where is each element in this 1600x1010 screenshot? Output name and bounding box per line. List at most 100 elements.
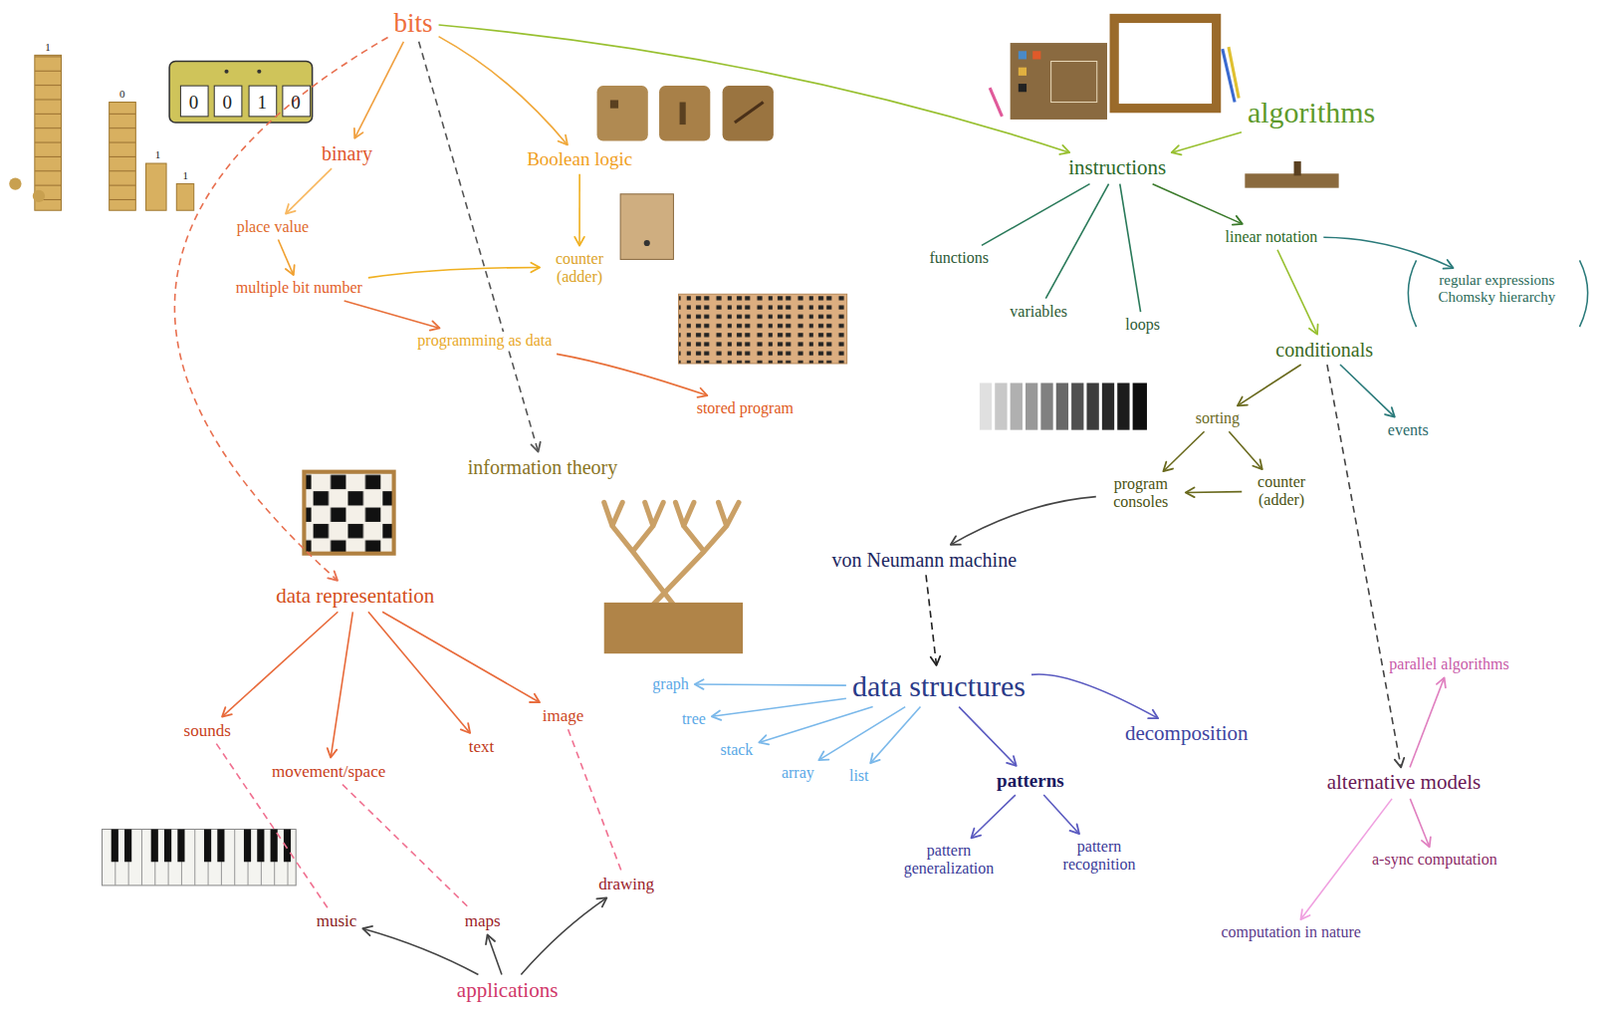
arrowhead	[222, 706, 232, 716]
connector-line	[1045, 184, 1109, 299]
concept-label: sounds	[182, 720, 233, 740]
connector	[1228, 431, 1262, 469]
connector-line	[439, 24, 1071, 153]
connector	[711, 697, 847, 720]
connector-line	[578, 174, 581, 246]
connector-line	[568, 728, 622, 871]
bar	[1117, 382, 1130, 430]
arrowhead	[758, 734, 769, 744]
arrowhead	[530, 262, 540, 273]
concept-label: pattern recognition	[1048, 837, 1150, 874]
concept-label: loops	[1123, 315, 1162, 334]
tile	[1032, 50, 1041, 59]
connector	[277, 239, 294, 276]
concept-node: conditionals	[1273, 338, 1375, 361]
concept-node: sounds	[182, 720, 233, 740]
concept-node: program consoles	[1100, 474, 1182, 511]
concept-node: linear notation	[1222, 228, 1320, 246]
connector	[568, 728, 622, 871]
digit-label: 1	[183, 170, 190, 182]
connector	[1043, 794, 1080, 834]
connector	[818, 706, 906, 761]
arrowhead	[870, 752, 880, 763]
concept-node: stored program	[694, 399, 796, 418]
concept-label: movement/space	[269, 761, 388, 781]
peg	[610, 99, 619, 108]
concept-label: bits	[392, 7, 436, 38]
concept-label: multiple bit number	[233, 278, 365, 297]
connector-line	[1340, 364, 1395, 418]
connector	[1277, 249, 1319, 335]
concept-node: pattern generalization	[893, 841, 1006, 878]
arrowhead	[354, 128, 364, 139]
connector	[362, 925, 478, 975]
arrowhead	[818, 750, 829, 760]
connector	[222, 611, 338, 716]
concept-node: data representation	[273, 584, 437, 609]
sculpture-base	[604, 602, 743, 654]
concept-label: program consoles	[1100, 474, 1182, 511]
arrowhead	[970, 828, 981, 839]
concept-node: alternative models	[1325, 770, 1484, 795]
concept-label: graph	[650, 675, 690, 693]
connector	[439, 36, 568, 146]
connector	[419, 41, 541, 453]
arrowhead	[950, 535, 961, 545]
concept-node: parallel algorithms	[1386, 655, 1511, 674]
connector-line	[694, 684, 847, 686]
arrowhead	[327, 747, 337, 757]
connector	[439, 24, 1071, 155]
bar	[1133, 382, 1147, 430]
concept-node: counter (adder)	[543, 249, 616, 286]
concept-node: programming as data	[415, 331, 554, 350]
connector	[981, 184, 1091, 246]
left-paren	[1407, 259, 1416, 327]
concept-node: a-sync computation	[1370, 850, 1500, 869]
bit-counter-drawing	[169, 61, 312, 124]
concept-label: data representation	[273, 584, 437, 609]
concept-label: alternative models	[1325, 770, 1484, 795]
connector-line	[1043, 794, 1080, 834]
concept-node: maps	[462, 911, 503, 930]
bar	[1040, 382, 1053, 430]
concept-label: a-sync computation	[1370, 850, 1500, 869]
tile	[1018, 67, 1027, 76]
concept-node: computation in nature	[1218, 922, 1363, 941]
concept-label: stored program	[694, 399, 796, 418]
tree-branches	[604, 501, 675, 605]
connector	[174, 36, 388, 580]
bar	[1086, 382, 1099, 430]
concept-label: place value	[234, 218, 311, 236]
arrowhead	[694, 679, 704, 689]
connector	[1185, 487, 1242, 498]
bar	[1102, 382, 1115, 430]
arrowhead	[1006, 755, 1017, 766]
concept-label: computation in nature	[1218, 922, 1363, 941]
connector	[285, 168, 332, 214]
arrowhead	[460, 722, 470, 733]
concept-node: decomposition	[1123, 721, 1251, 746]
lever	[734, 102, 764, 124]
peg	[680, 102, 686, 126]
arrowhead	[930, 656, 941, 666]
connector	[1323, 236, 1453, 268]
counter-board	[620, 194, 674, 260]
concept-label: tree	[680, 709, 708, 728]
connector-line	[354, 41, 404, 139]
slider-knob	[1294, 161, 1302, 176]
connector	[1340, 364, 1395, 418]
connector-line	[342, 784, 469, 909]
board	[620, 194, 674, 260]
digit-label: 0	[290, 92, 301, 112]
arrowhead	[1237, 397, 1248, 407]
connector-line	[419, 41, 539, 453]
arrowhead	[531, 442, 541, 453]
concept-node: loops	[1123, 315, 1162, 334]
connector-line	[958, 706, 1017, 766]
concept-label: drawing	[596, 874, 657, 894]
connector	[1171, 132, 1242, 155]
concept-node: multiple bit number	[233, 278, 365, 297]
concept-node: stack	[717, 740, 755, 759]
concept-node: bits	[392, 7, 436, 38]
